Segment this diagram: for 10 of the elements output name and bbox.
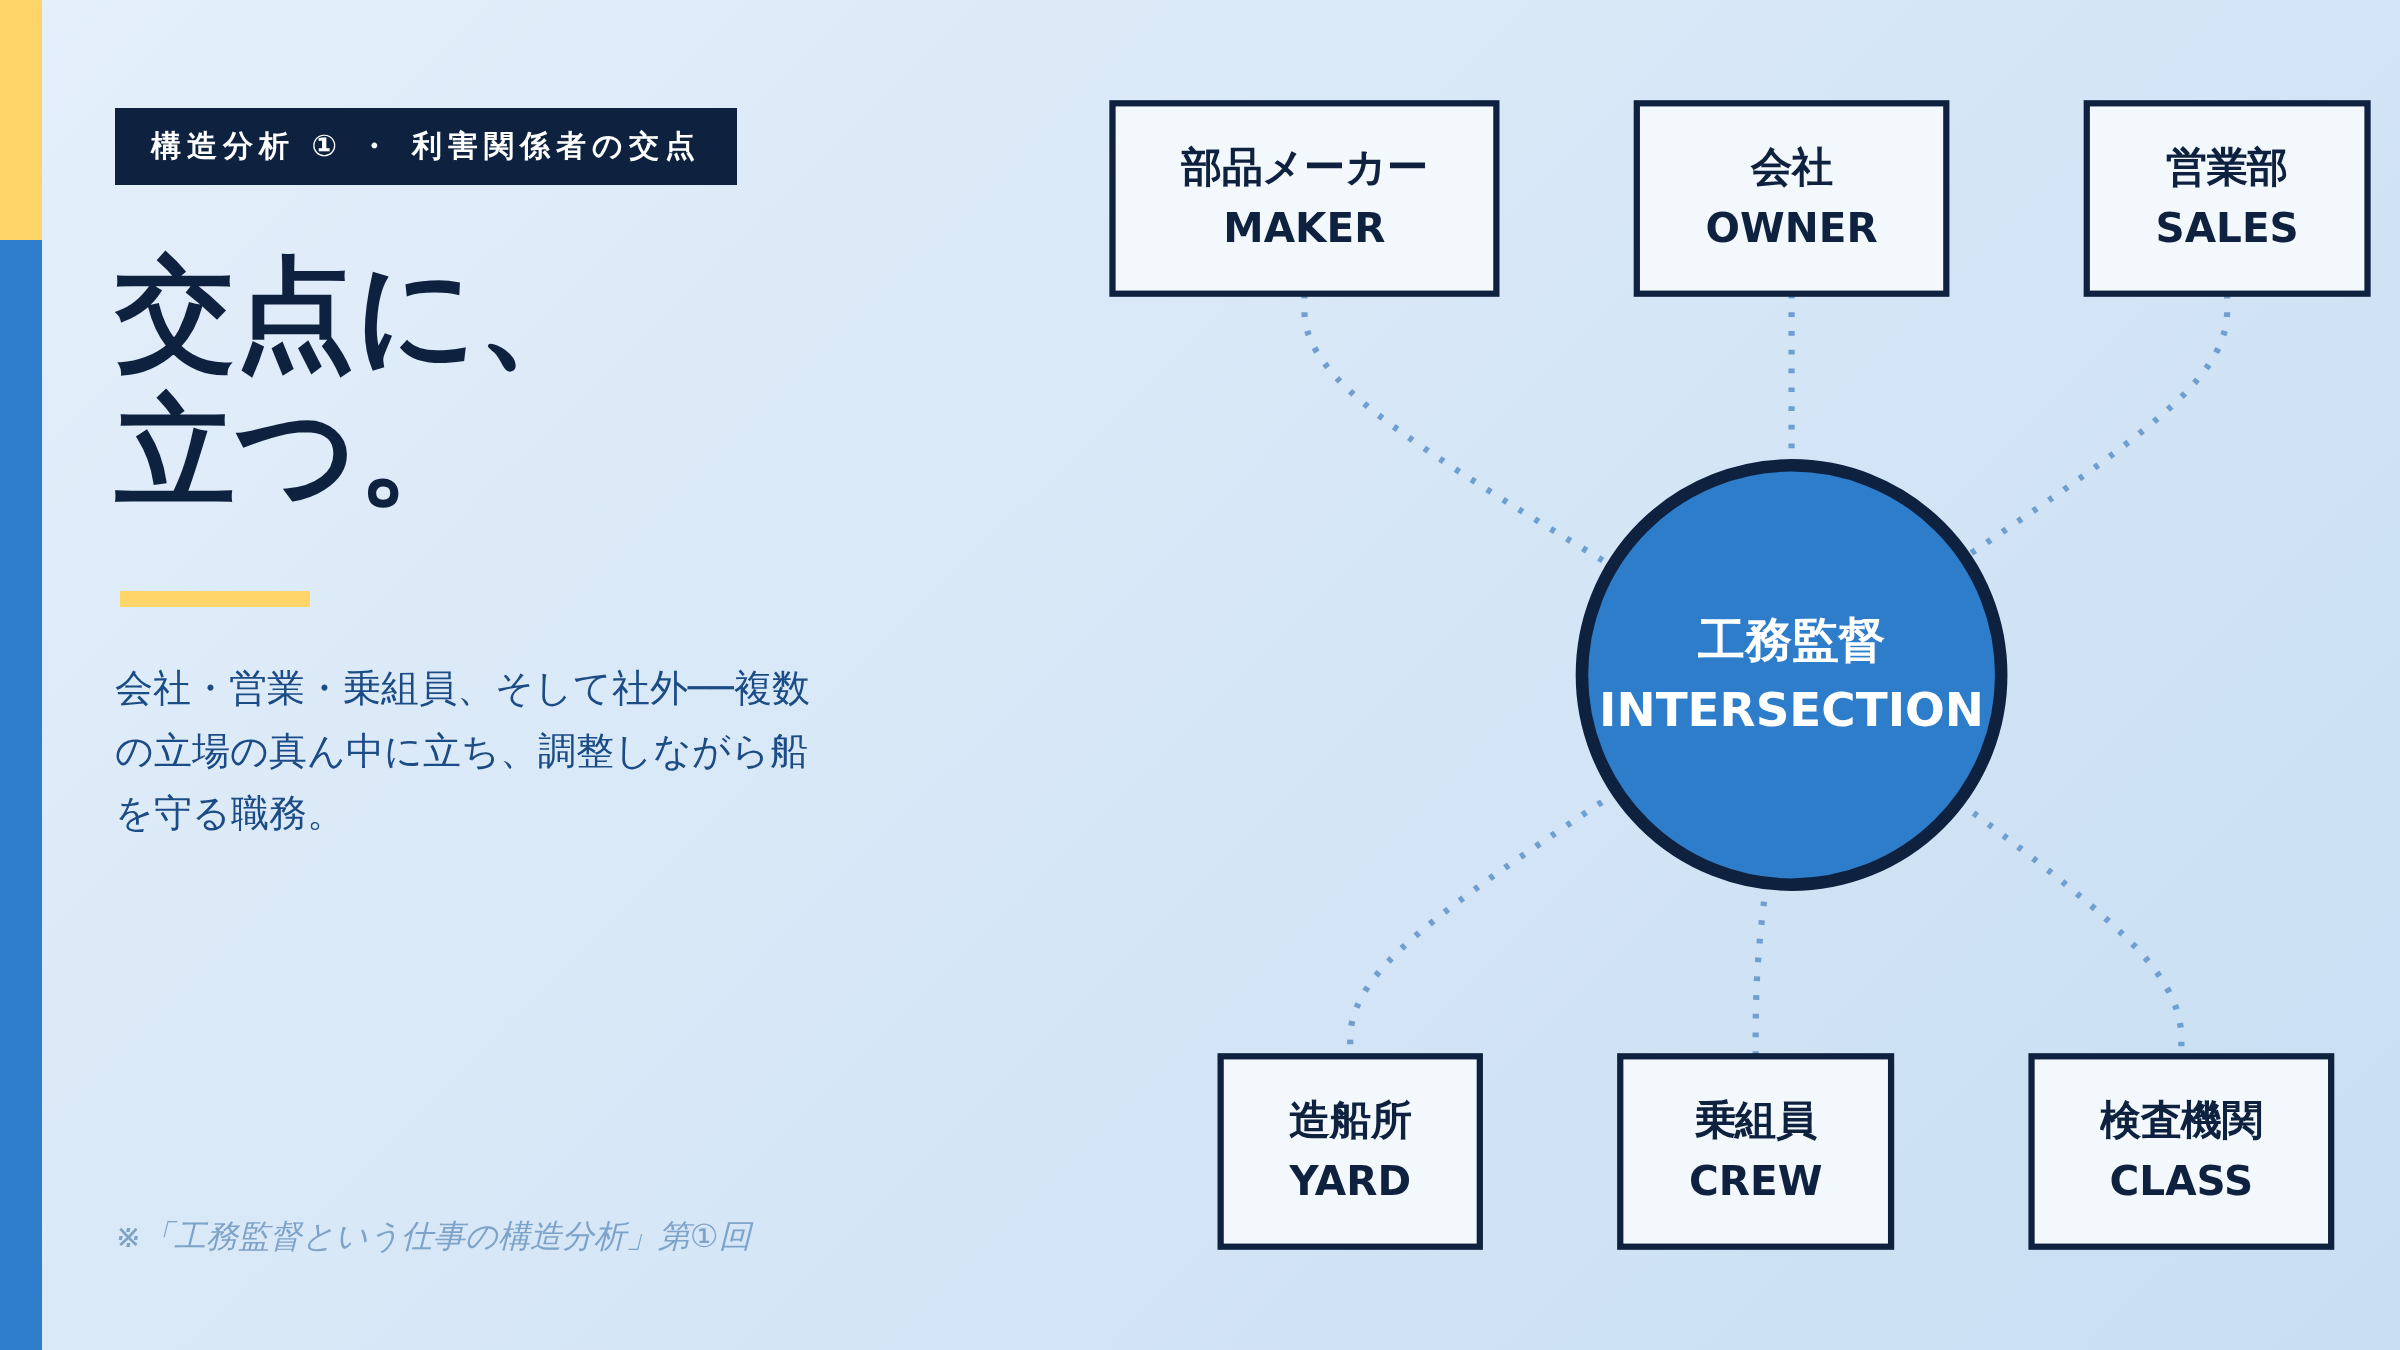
body-text: 会社・営業・乗組員、そして社外──複数の立場の真ん中に立ち、調整しながら船を守る職務。 bbox=[115, 665, 811, 838]
section-tag: 構造分析 ① ・ 利害関係者の交点 bbox=[115, 108, 737, 185]
node-box: 営業部 SALES bbox=[2083, 100, 2371, 297]
node-box: 会社 OWNER bbox=[1633, 100, 1950, 297]
node-box: 部品メーカー MAKER bbox=[1109, 100, 1500, 297]
node-box: 造船所 YARD bbox=[1217, 1053, 1483, 1250]
node-circle: 工務監督 INTERSECTION bbox=[1575, 459, 2008, 891]
title: 交点に、立つ。 bbox=[115, 245, 599, 521]
node-box: 乗組員 CREW bbox=[1617, 1053, 1895, 1250]
node-box: 検査機関 CLASS bbox=[2028, 1053, 2335, 1250]
